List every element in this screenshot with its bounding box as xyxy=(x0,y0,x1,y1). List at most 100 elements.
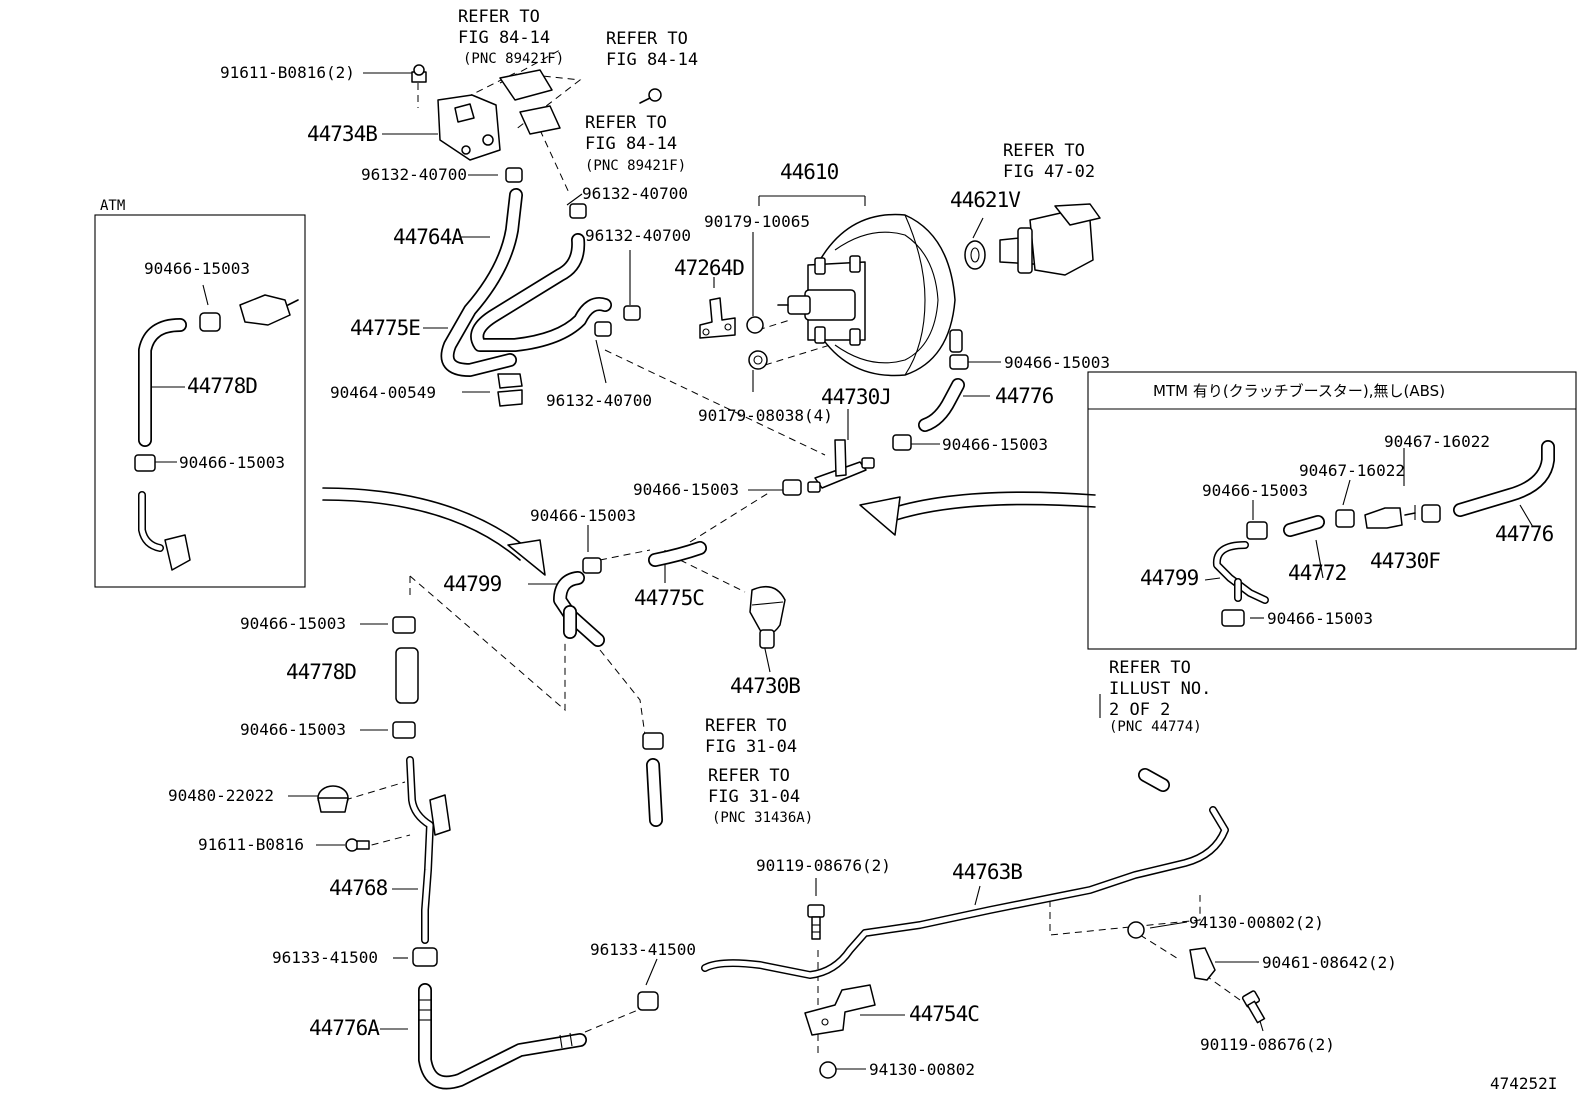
nut-94130-2 xyxy=(1127,921,1145,939)
ref-fig-31-04-b: REFER TO FIG 31-04 xyxy=(708,766,801,807)
ref-fig-84-14-c: REFER TO FIG 84-14 xyxy=(585,113,678,154)
ref-fig-31-04-b-pnc: (PNC 31436A) xyxy=(712,810,814,826)
ref-illust-2-of-2: REFER TO ILLUST NO. 2 OF 2 xyxy=(1109,658,1212,720)
hose-31436a xyxy=(646,758,663,827)
hose-44778d xyxy=(395,647,419,704)
bolt-91611-top xyxy=(411,64,427,83)
clamp-90466-top xyxy=(949,354,969,370)
label-90466-15003-top: 90466-15003 xyxy=(1004,353,1110,372)
grommet-90480 xyxy=(317,785,349,813)
label-atm-90466-15003-b: 90466-15003 xyxy=(179,453,285,472)
label-90179-10065: 90179-10065 xyxy=(704,212,810,231)
label-atm-90466-15003-a: 90466-15003 xyxy=(144,259,250,278)
bracket-44754c xyxy=(804,984,876,1036)
brake-booster-44610 xyxy=(777,213,963,377)
clip-96132-c xyxy=(623,305,641,321)
screw-84-14 xyxy=(639,88,662,104)
label-96132-40700-c: 96132-40700 xyxy=(585,226,691,245)
clamp-90466-l1 xyxy=(392,616,416,634)
label-44730j: 44730J xyxy=(821,385,892,409)
label-91611-b0816: 91611-B0816 xyxy=(198,835,304,854)
label-90119-08676-2b: 90119-08676(2) xyxy=(1200,1035,1335,1054)
valve-44730b xyxy=(749,585,786,649)
leader-lines xyxy=(150,72,1534,1070)
nut-94130 xyxy=(819,1061,837,1079)
master-cylinder xyxy=(999,203,1101,276)
label-44778d: 44778D xyxy=(286,660,357,684)
label-44776a: 44776A xyxy=(309,1016,380,1040)
label-90464-00549: 90464-00549 xyxy=(330,383,436,402)
label-mtm-90466-15003-a: 90466-15003 xyxy=(1202,481,1308,500)
hose-44764a xyxy=(440,188,523,377)
label-96132-40700-b: 96132-40700 xyxy=(582,184,688,203)
label-44764a: 44764A xyxy=(393,225,464,249)
label-96132-40700-a: 96132-40700 xyxy=(361,165,467,184)
label-90466-15003-mid: 90466-15003 xyxy=(942,435,1048,454)
clamp-90466-mid xyxy=(892,434,912,451)
label-44610: 44610 xyxy=(780,160,839,184)
clamp-90461 xyxy=(1189,947,1216,981)
label-90466-15003-l1: 90466-15003 xyxy=(240,614,346,633)
nut-90179-08038 xyxy=(748,350,768,370)
nut-90179-10065 xyxy=(746,316,764,334)
label-44799: 44799 xyxy=(443,572,502,596)
clamp-90466-l2 xyxy=(392,721,416,739)
label-94130-00802-2: 94130-00802(2) xyxy=(1189,913,1324,932)
label-44730b: 44730B xyxy=(730,674,801,698)
ref-fig-47-02: REFER TO FIG 47-02 xyxy=(1003,141,1096,182)
clamp-90466-44799 xyxy=(582,557,602,574)
mtm-valve-44730f xyxy=(1364,507,1416,529)
mtm-clamp-90467-b xyxy=(1335,509,1355,528)
label-94130-00802: 94130-00802 xyxy=(869,1060,975,1079)
mtm-clamp-90466-a xyxy=(1246,521,1268,540)
label-44621v: 44621V xyxy=(950,188,1021,212)
label-47264d: 47264D xyxy=(674,256,745,280)
arrow-right-to-tee xyxy=(859,491,1096,536)
figure-id: 474252I xyxy=(1490,1074,1558,1093)
dashed-assembly-lines xyxy=(344,49,1241,1055)
clip-96132-b xyxy=(569,203,587,219)
label-mtm-44730f: 44730F xyxy=(1370,549,1441,573)
arrow-left-to-center xyxy=(322,487,546,576)
mtm-clamp-90466-b xyxy=(1221,609,1245,627)
label-90119-08676-2a: 90119-08676(2) xyxy=(756,856,891,875)
atm-pipe xyxy=(138,491,191,571)
ref-fig-84-14-b: REFER TO FIG 84-14 xyxy=(606,29,699,70)
label-91611-b0816-2: 91611-B0816(2) xyxy=(220,63,355,82)
atm-hose-44778d xyxy=(138,318,187,447)
bolt-91611 xyxy=(345,838,370,852)
mtm-hose-44772 xyxy=(1283,515,1325,537)
pipe-44768 xyxy=(406,756,451,944)
clamp-90464 xyxy=(497,373,523,407)
label-44754c: 44754C xyxy=(909,1002,980,1026)
hose-44776a xyxy=(418,983,587,1090)
atm-clamp-b xyxy=(134,454,156,472)
label-90461-08642-2: 90461-08642(2) xyxy=(1262,953,1397,972)
bolt-90119-a xyxy=(807,904,825,940)
bracket-44734b xyxy=(437,94,501,161)
label-44776: 44776 xyxy=(995,384,1054,408)
atm-box xyxy=(94,214,306,588)
label-44775c: 44775C xyxy=(634,586,705,610)
label-90466-15003-44799: 90466-15003 xyxy=(530,506,636,525)
label-96133-41500-a: 96133-41500 xyxy=(272,948,378,967)
label-mtm-90466-15003-b: 90466-15003 xyxy=(1267,609,1373,628)
clamp-90466-tee xyxy=(782,479,802,496)
hose-44775c xyxy=(648,541,707,567)
hose-44774 xyxy=(1138,768,1170,792)
tee-44730j xyxy=(807,439,875,493)
ref-fig-84-14-a: REFER TO FIG 84-14 xyxy=(458,7,551,48)
clip-96132-d xyxy=(594,321,612,337)
mtm-clamp-90467-a xyxy=(1421,504,1441,523)
label-90179-08038-4: 90179-08038(4) xyxy=(698,406,833,425)
pipe-44763b xyxy=(701,806,1229,979)
mtm-box-label: MTM 有り(クラッチブースター),無し(ABS) xyxy=(1153,382,1446,400)
label-90466-15003-tee: 90466-15003 xyxy=(633,480,739,499)
clamp-96133-a xyxy=(412,947,438,967)
atm-valve xyxy=(239,294,299,326)
clamp-31-04 xyxy=(642,732,664,750)
label-mtm-44776: 44776 xyxy=(1495,522,1554,546)
label-mtm-44799: 44799 xyxy=(1140,566,1199,590)
